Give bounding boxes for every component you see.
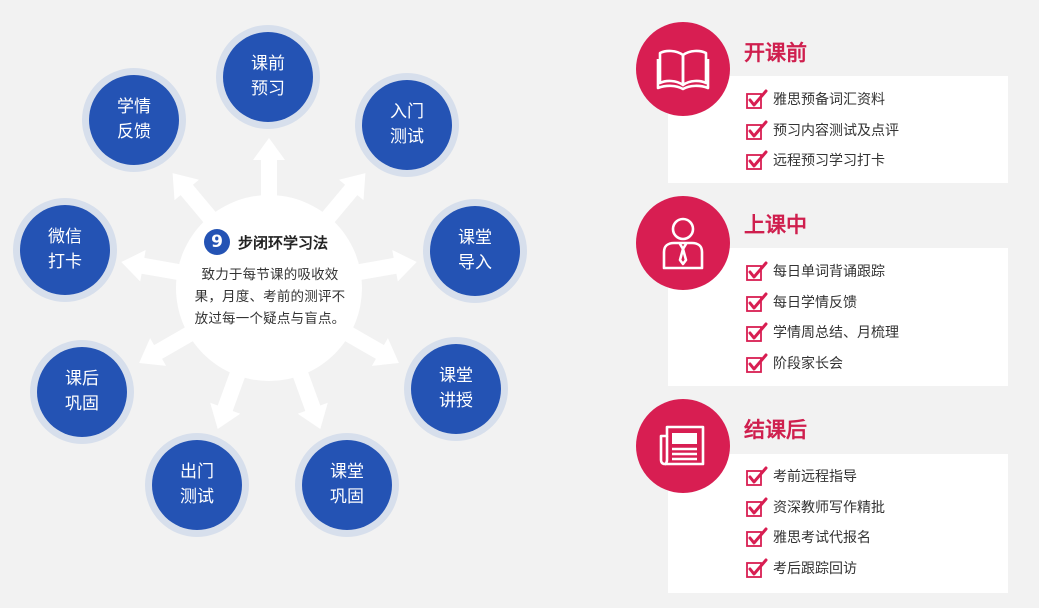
arrow: [253, 138, 285, 210]
checkbox-checked-icon: [746, 292, 768, 312]
list-item: 学情周总结、月梳理: [746, 317, 899, 348]
open-book-icon: [636, 22, 730, 116]
checkbox-checked-icon: [746, 120, 768, 140]
list-item-text: 学情周总结、月梳理: [773, 325, 899, 342]
list-item: 远程预习学习打卡: [746, 145, 899, 176]
phase-list-during: 每日单词背诵跟踪 每日学情反馈 学情周总结、月梳理 阶段家长会: [746, 256, 899, 378]
checkbox-checked-icon: [746, 150, 768, 171]
hub-circle: [176, 195, 362, 381]
list-item: 预习内容测试及点评: [746, 115, 899, 146]
list-item-text: 雅思考试代报名: [773, 530, 871, 547]
checkbox-checked-icon: [746, 558, 768, 578]
teacher-icon: [636, 196, 730, 290]
list-item-text: 考前远程指导: [773, 469, 857, 486]
list-item-text: 考后跟踪回访: [773, 560, 857, 577]
hub-description: 致力于每节课的吸收效果，月度、考前的测评不放过每一个疑点与盲点。: [194, 267, 346, 327]
checkbox-checked-icon: [746, 353, 768, 373]
phase-panel-during: [668, 248, 1008, 386]
step-label: 课堂 巩固: [302, 440, 392, 530]
step-label: 入门 测试: [362, 80, 452, 170]
step-label: 课堂 导入: [430, 206, 520, 296]
phase-title-after: 结课后: [744, 418, 807, 442]
arrow: [344, 250, 417, 283]
checkbox-checked-icon: [746, 89, 768, 110]
step-label: 课堂 讲授: [411, 344, 501, 434]
list-item: 雅思考试代报名: [746, 522, 885, 553]
step-node: 微信 打卡: [13, 198, 117, 302]
list-item-text: 雅思预备词汇资料: [773, 92, 885, 109]
arrow: [121, 250, 194, 283]
phase-title-before: 开课前: [744, 41, 807, 65]
hub-number-badge: 9: [204, 229, 230, 255]
step-node: 课后 巩固: [30, 340, 134, 444]
list-item-text: 阶段家长会: [773, 355, 843, 372]
step-label: 学情 反馈: [89, 75, 179, 165]
list-item-text: 远程预习学习打卡: [773, 153, 885, 170]
step-label: 课前 预习: [223, 32, 313, 122]
list-item: 每日单词背诵跟踪: [746, 256, 899, 287]
list-item: 雅思预备词汇资料: [746, 84, 899, 115]
list-item: 资深教师写作精批: [746, 492, 885, 523]
list-item-text: 资深教师写作精批: [773, 499, 885, 516]
step-label: 课后 巩固: [37, 347, 127, 437]
phase-panel-after: [668, 454, 1008, 593]
step-node: 入门 测试: [355, 73, 459, 177]
newspaper-icon: [636, 399, 730, 493]
hub-title: 9 步闭环学习法: [204, 228, 354, 256]
step-label: 微信 打卡: [20, 205, 110, 295]
checkbox-checked-icon: [746, 322, 768, 343]
step-label: 出门 测试: [152, 440, 242, 530]
step-node: 出门 测试: [145, 433, 249, 537]
list-item: 阶段家长会: [746, 348, 899, 379]
step-node: 课堂 导入: [423, 199, 527, 303]
phase-title-during: 上课中: [744, 213, 807, 237]
list-item-text: 预习内容测试及点评: [773, 122, 899, 139]
step-node: 课堂 巩固: [295, 433, 399, 537]
checkbox-checked-icon: [746, 527, 768, 548]
checkbox-checked-icon: [746, 466, 768, 487]
step-node: 课堂 讲授: [404, 337, 508, 441]
list-item: 考后跟踪回访: [746, 553, 885, 584]
list-item: 每日学情反馈: [746, 287, 899, 318]
phase-list-after: 考前远程指导 资深教师写作精批 雅思考试代报名 考后跟踪回访: [746, 461, 885, 583]
phase-panel-before: [668, 76, 1008, 183]
list-item-text: 每日学情反馈: [773, 294, 857, 311]
step-node: 学情 反馈: [82, 68, 186, 172]
phase-list-before: 雅思预备词汇资料 预习内容测试及点评 远程预习学习打卡: [746, 84, 899, 176]
hub-title-text: 步闭环学习法: [238, 233, 329, 252]
list-item: 考前远程指导: [746, 461, 885, 492]
checkbox-checked-icon: [746, 261, 768, 282]
checkbox-checked-icon: [746, 497, 768, 517]
list-item-text: 每日单词背诵跟踪: [773, 264, 885, 281]
step-node: 课前 预习: [216, 25, 320, 129]
